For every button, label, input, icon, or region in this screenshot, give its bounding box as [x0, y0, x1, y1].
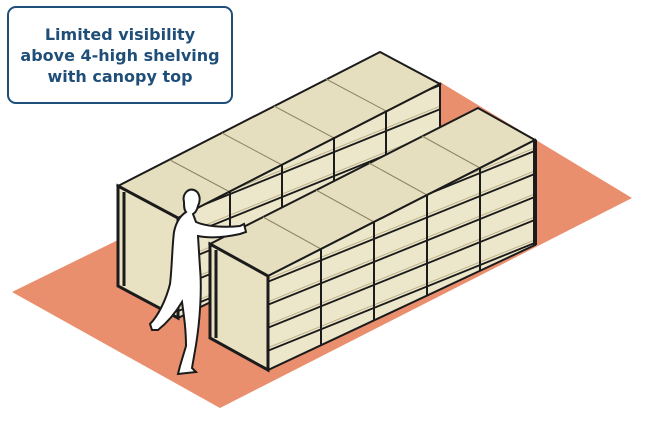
front-top-seam: [368, 162, 428, 196]
front-top-seam: [262, 216, 322, 250]
back-top-seam: [169, 159, 231, 193]
person-figure: [148, 188, 248, 376]
front-top-seam: [421, 135, 481, 169]
back-top-seam: [325, 78, 387, 112]
front-unit-end-panel: [208, 241, 270, 373]
callout-text: Limited visibility above 4-high shelving…: [20, 24, 220, 86]
back-unit-end-panel: [116, 183, 180, 321]
visibility-callout: Limited visibility above 4-high shelving…: [7, 6, 233, 104]
back-top-seam: [221, 132, 283, 166]
front-top-seam: [315, 189, 375, 223]
person-silhouette: [148, 188, 248, 376]
front-shelving-unit: [207, 106, 538, 373]
back-top-seam: [273, 105, 335, 139]
